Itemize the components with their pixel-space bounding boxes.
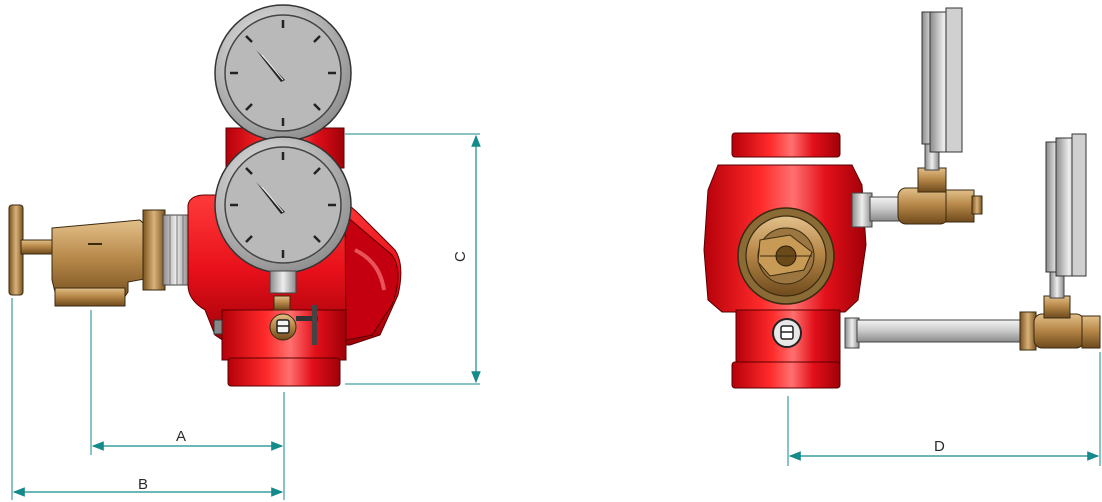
drain-cock bbox=[269, 295, 318, 345]
hand-wheel bbox=[8, 204, 56, 296]
pressure-gauge-lower bbox=[214, 136, 352, 294]
dimension-label-b: B bbox=[138, 476, 148, 493]
front-view bbox=[8, 4, 402, 387]
dimension-lines-side bbox=[787, 352, 1101, 466]
dimension-label-a: A bbox=[176, 428, 186, 445]
side-view bbox=[703, 7, 1101, 389]
upper-gauge-assembly bbox=[851, 7, 983, 228]
angle-valve bbox=[51, 209, 166, 307]
lower-gauge-assembly bbox=[844, 133, 1101, 351]
pressure-gauge-upper bbox=[214, 4, 352, 142]
dimension-label-d: D bbox=[934, 438, 945, 455]
dimension-lines-front bbox=[11, 133, 481, 500]
cover-handwheel bbox=[737, 207, 835, 305]
dimension-label-c: C bbox=[452, 251, 469, 262]
sight-glass bbox=[772, 318, 802, 348]
coupling bbox=[162, 214, 190, 286]
